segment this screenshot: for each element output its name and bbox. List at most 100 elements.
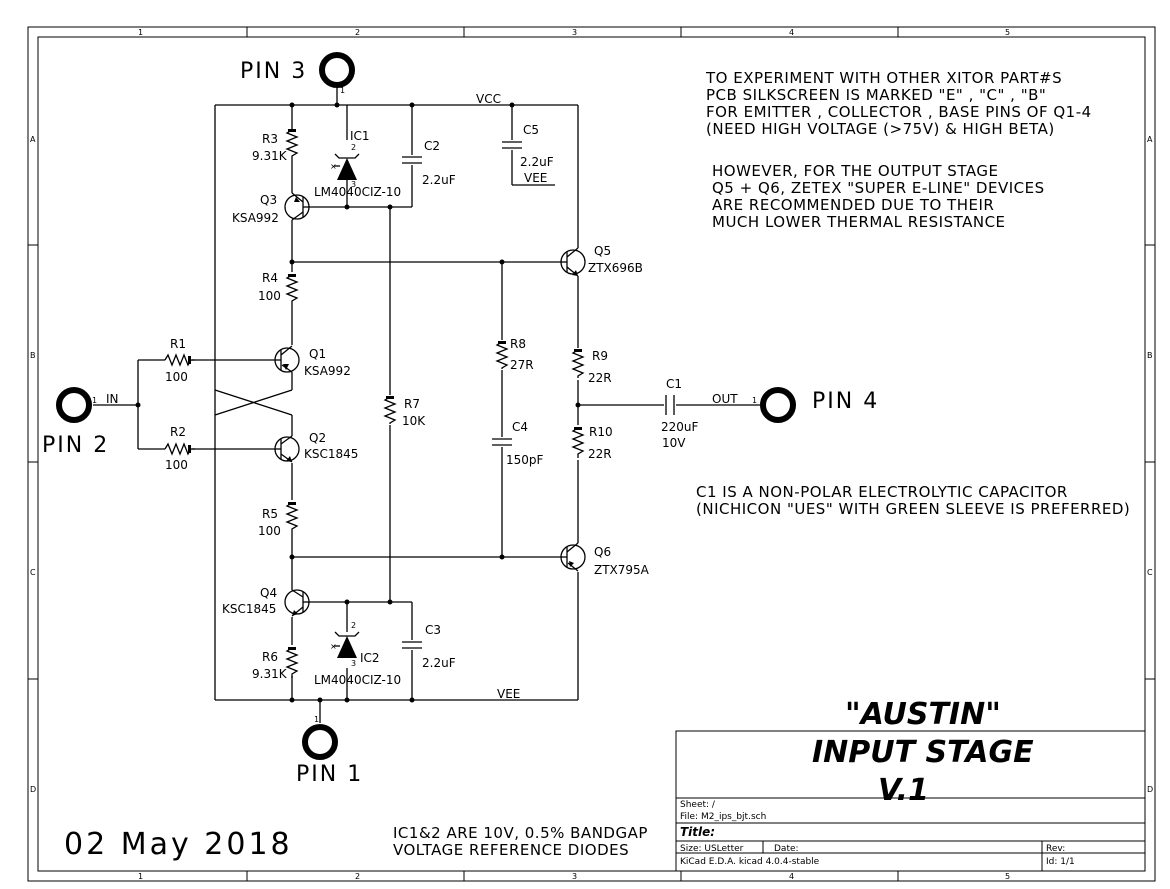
col-mark: 4: [789, 872, 794, 881]
c3-value: 2.2uF: [422, 656, 456, 670]
capacitor-c2-symbol: [402, 156, 422, 164]
row-mark: A: [1147, 135, 1153, 144]
resistor-r5-symbol: [285, 502, 299, 533]
col-mark: 1: [138, 872, 143, 881]
vee-c5-label: VEE: [524, 171, 547, 185]
row-mark: C: [30, 568, 36, 577]
c1-value: 220uF: [661, 420, 699, 434]
svg-text:MUCH LOWER THERMAL RESISTANCE: MUCH LOWER THERMAL RESISTANCE: [712, 213, 1006, 231]
r8-value: 27R: [510, 358, 534, 372]
pin-labels: PIN 3 PIN 2 PIN 1 PIN 4: [42, 59, 879, 787]
pin3-pad: [319, 52, 355, 88]
r5-value: 100: [258, 524, 281, 538]
col-mark: 5: [1005, 872, 1010, 881]
zener-ic1-symbol: × 2 3: [330, 143, 360, 189]
capacitor-c1-symbol: [665, 395, 675, 415]
r10-ref: R10: [589, 425, 613, 439]
tb-sheet: Sheet: /: [680, 800, 716, 810]
resistor-r7-symbol: [383, 396, 397, 424]
r3-ref: R3: [262, 132, 278, 146]
out-label: OUT: [712, 392, 738, 406]
q3-value: KSA992: [232, 211, 279, 225]
r3-value: 9.31K: [252, 149, 288, 163]
tb-rev: Rev:: [1046, 844, 1065, 854]
transistor-q5-symbol: [560, 247, 586, 277]
svg-text:INPUT STAGE: INPUT STAGE: [812, 735, 1034, 770]
tb-id: Id: 1/1: [1046, 857, 1075, 867]
q2-ref: Q2: [309, 431, 326, 445]
r7-value: 10K: [402, 414, 426, 428]
pin3-num: 1: [340, 86, 345, 95]
c3-ref: C3: [425, 623, 441, 637]
r2-ref: R2: [170, 425, 186, 439]
row-mark: B: [30, 351, 36, 360]
svg-text:×: ×: [330, 642, 337, 651]
svg-text:3: 3: [351, 180, 356, 189]
col-mark: 5: [1005, 28, 1010, 37]
zener-ic2-symbol: × 2 3: [330, 621, 360, 668]
row-mark: D: [30, 785, 36, 794]
svg-text:TO EXPERIMENT WITH OTHER XITOR: TO EXPERIMENT WITH OTHER XITOR PART#S: [705, 69, 1062, 87]
svg-text:HOWEVER, FOR THE OUTPUT STAGE: HOWEVER, FOR THE OUTPUT STAGE: [712, 162, 998, 180]
svg-text:Q5 + Q6, ZETEX "SUPER E-LINE": Q5 + Q6, ZETEX "SUPER E-LINE" DEVICES: [712, 179, 1045, 197]
q1-ref: Q1: [309, 347, 326, 361]
pin2-num: 1: [92, 396, 97, 405]
pin4-label: PIN 4: [812, 389, 879, 414]
svg-text:VOLTAGE REFERENCE DIODES: VOLTAGE REFERENCE DIODES: [393, 841, 629, 859]
pin4-num: 1: [752, 396, 757, 405]
resistor-r4-symbol: [285, 274, 299, 305]
ic2-value: LM4040CIZ-10: [314, 673, 401, 687]
pin1-num: 1: [314, 715, 319, 724]
capacitor-c3-symbol: [402, 641, 422, 649]
title-block: Sheet: / File: M2_ips_bjt.sch Title: Siz…: [675, 730, 1146, 872]
q5-value: ZTX696B: [588, 261, 643, 275]
col-mark: 4: [789, 28, 794, 37]
resistor-r6-symbol: [285, 647, 299, 678]
row-mark: D: [1147, 785, 1153, 794]
r5-ref: R5: [262, 507, 278, 521]
q4-ref: Q4: [260, 586, 277, 600]
r7-ref: R7: [404, 397, 420, 411]
resistor-r1-symbol: [164, 353, 195, 367]
svg-text:PCB SILKSCREEN IS MARKED "E" ,: PCB SILKSCREEN IS MARKED "E" , "C" , "B": [706, 86, 1046, 104]
transistor-q6-symbol: [560, 542, 586, 572]
row-mark: A: [30, 135, 36, 144]
note-c1: C1 IS A NON-POLAR ELECTROLYTIC CAPACITOR…: [696, 483, 1130, 518]
note-diodes: IC1&2 ARE 10V, 0.5% BANDGAP VOLTAGE REFE…: [393, 824, 647, 859]
transistor-q3-symbol: [284, 192, 310, 221]
pin3-label: PIN 3: [240, 59, 307, 84]
svg-text:FOR EMITTER , COLLECTOR , BASE: FOR EMITTER , COLLECTOR , BASE PINS OF Q…: [706, 103, 1092, 121]
frame-markers: 1 2 3 4 5 1 2 3 4 5 A B C D A B C D: [30, 28, 1153, 881]
r2-value: 100: [165, 458, 188, 472]
r10-value: 22R: [588, 447, 612, 461]
r6-ref: R6: [262, 650, 278, 664]
tb-file: File: M2_ips_bjt.sch: [680, 812, 766, 822]
r9-value: 22R: [588, 371, 612, 385]
c1-voltage: 10V: [662, 436, 686, 450]
ic1-value: LM4040CIZ-10: [314, 185, 401, 199]
in-label: IN: [106, 392, 119, 406]
wires: [93, 88, 760, 723]
q3-ref: Q3: [260, 193, 277, 207]
note-xitor: TO EXPERIMENT WITH OTHER XITOR PART#S PC…: [705, 69, 1092, 138]
svg-text:2: 2: [351, 621, 356, 630]
capacitor-c5-symbol: [502, 141, 522, 149]
svg-text:(NEED HIGH VOLTAGE (>75V) & HI: (NEED HIGH VOLTAGE (>75V) & HIGH BETA): [706, 120, 1055, 138]
r9-ref: R9: [592, 349, 608, 363]
c5-value: 2.2uF: [520, 155, 554, 169]
c2-ref: C2: [424, 139, 440, 153]
svg-text:2: 2: [351, 143, 356, 152]
ic1-ref: IC1: [350, 129, 370, 143]
transistor-q2-symbol: [274, 435, 300, 463]
pin2-pad: [56, 387, 92, 423]
transistor-q1-symbol: [274, 345, 300, 373]
q4-value: KSC1845: [222, 602, 276, 616]
col-mark: 2: [355, 872, 360, 881]
capacitor-c4-symbol: [492, 438, 512, 446]
ic2-ref: IC2: [360, 651, 380, 665]
c4-value: 150pF: [506, 453, 544, 467]
col-mark: 3: [572, 872, 577, 881]
svg-text:C1 IS A NON-POLAR ELECTROLYTIC: C1 IS A NON-POLAR ELECTROLYTIC CAPACITOR: [696, 483, 1068, 501]
transistor-q4-symbol: [284, 589, 310, 617]
col-mark: 1: [138, 28, 143, 37]
